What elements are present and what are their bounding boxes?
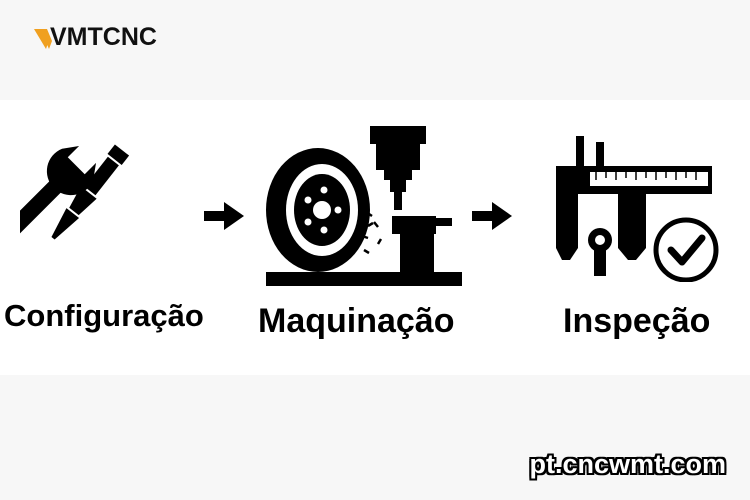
wrench-and-screwdriver-icon bbox=[20, 144, 130, 240]
step-label-maquinacao: Maquinação bbox=[258, 302, 455, 340]
cnc-machining-icon bbox=[266, 126, 462, 286]
arrow-right-icon bbox=[204, 202, 244, 230]
arrow-right-icon bbox=[472, 202, 512, 230]
step-label-inspecao: Inspeção bbox=[563, 302, 711, 340]
caliper-check-icon bbox=[556, 136, 719, 282]
step-label-configuracao: Configuração bbox=[4, 298, 204, 333]
brand-logo-text: VMTCNC bbox=[50, 23, 157, 51]
website-url: pt.cncwmt.com bbox=[529, 449, 726, 479]
brand-logo bbox=[34, 29, 52, 49]
